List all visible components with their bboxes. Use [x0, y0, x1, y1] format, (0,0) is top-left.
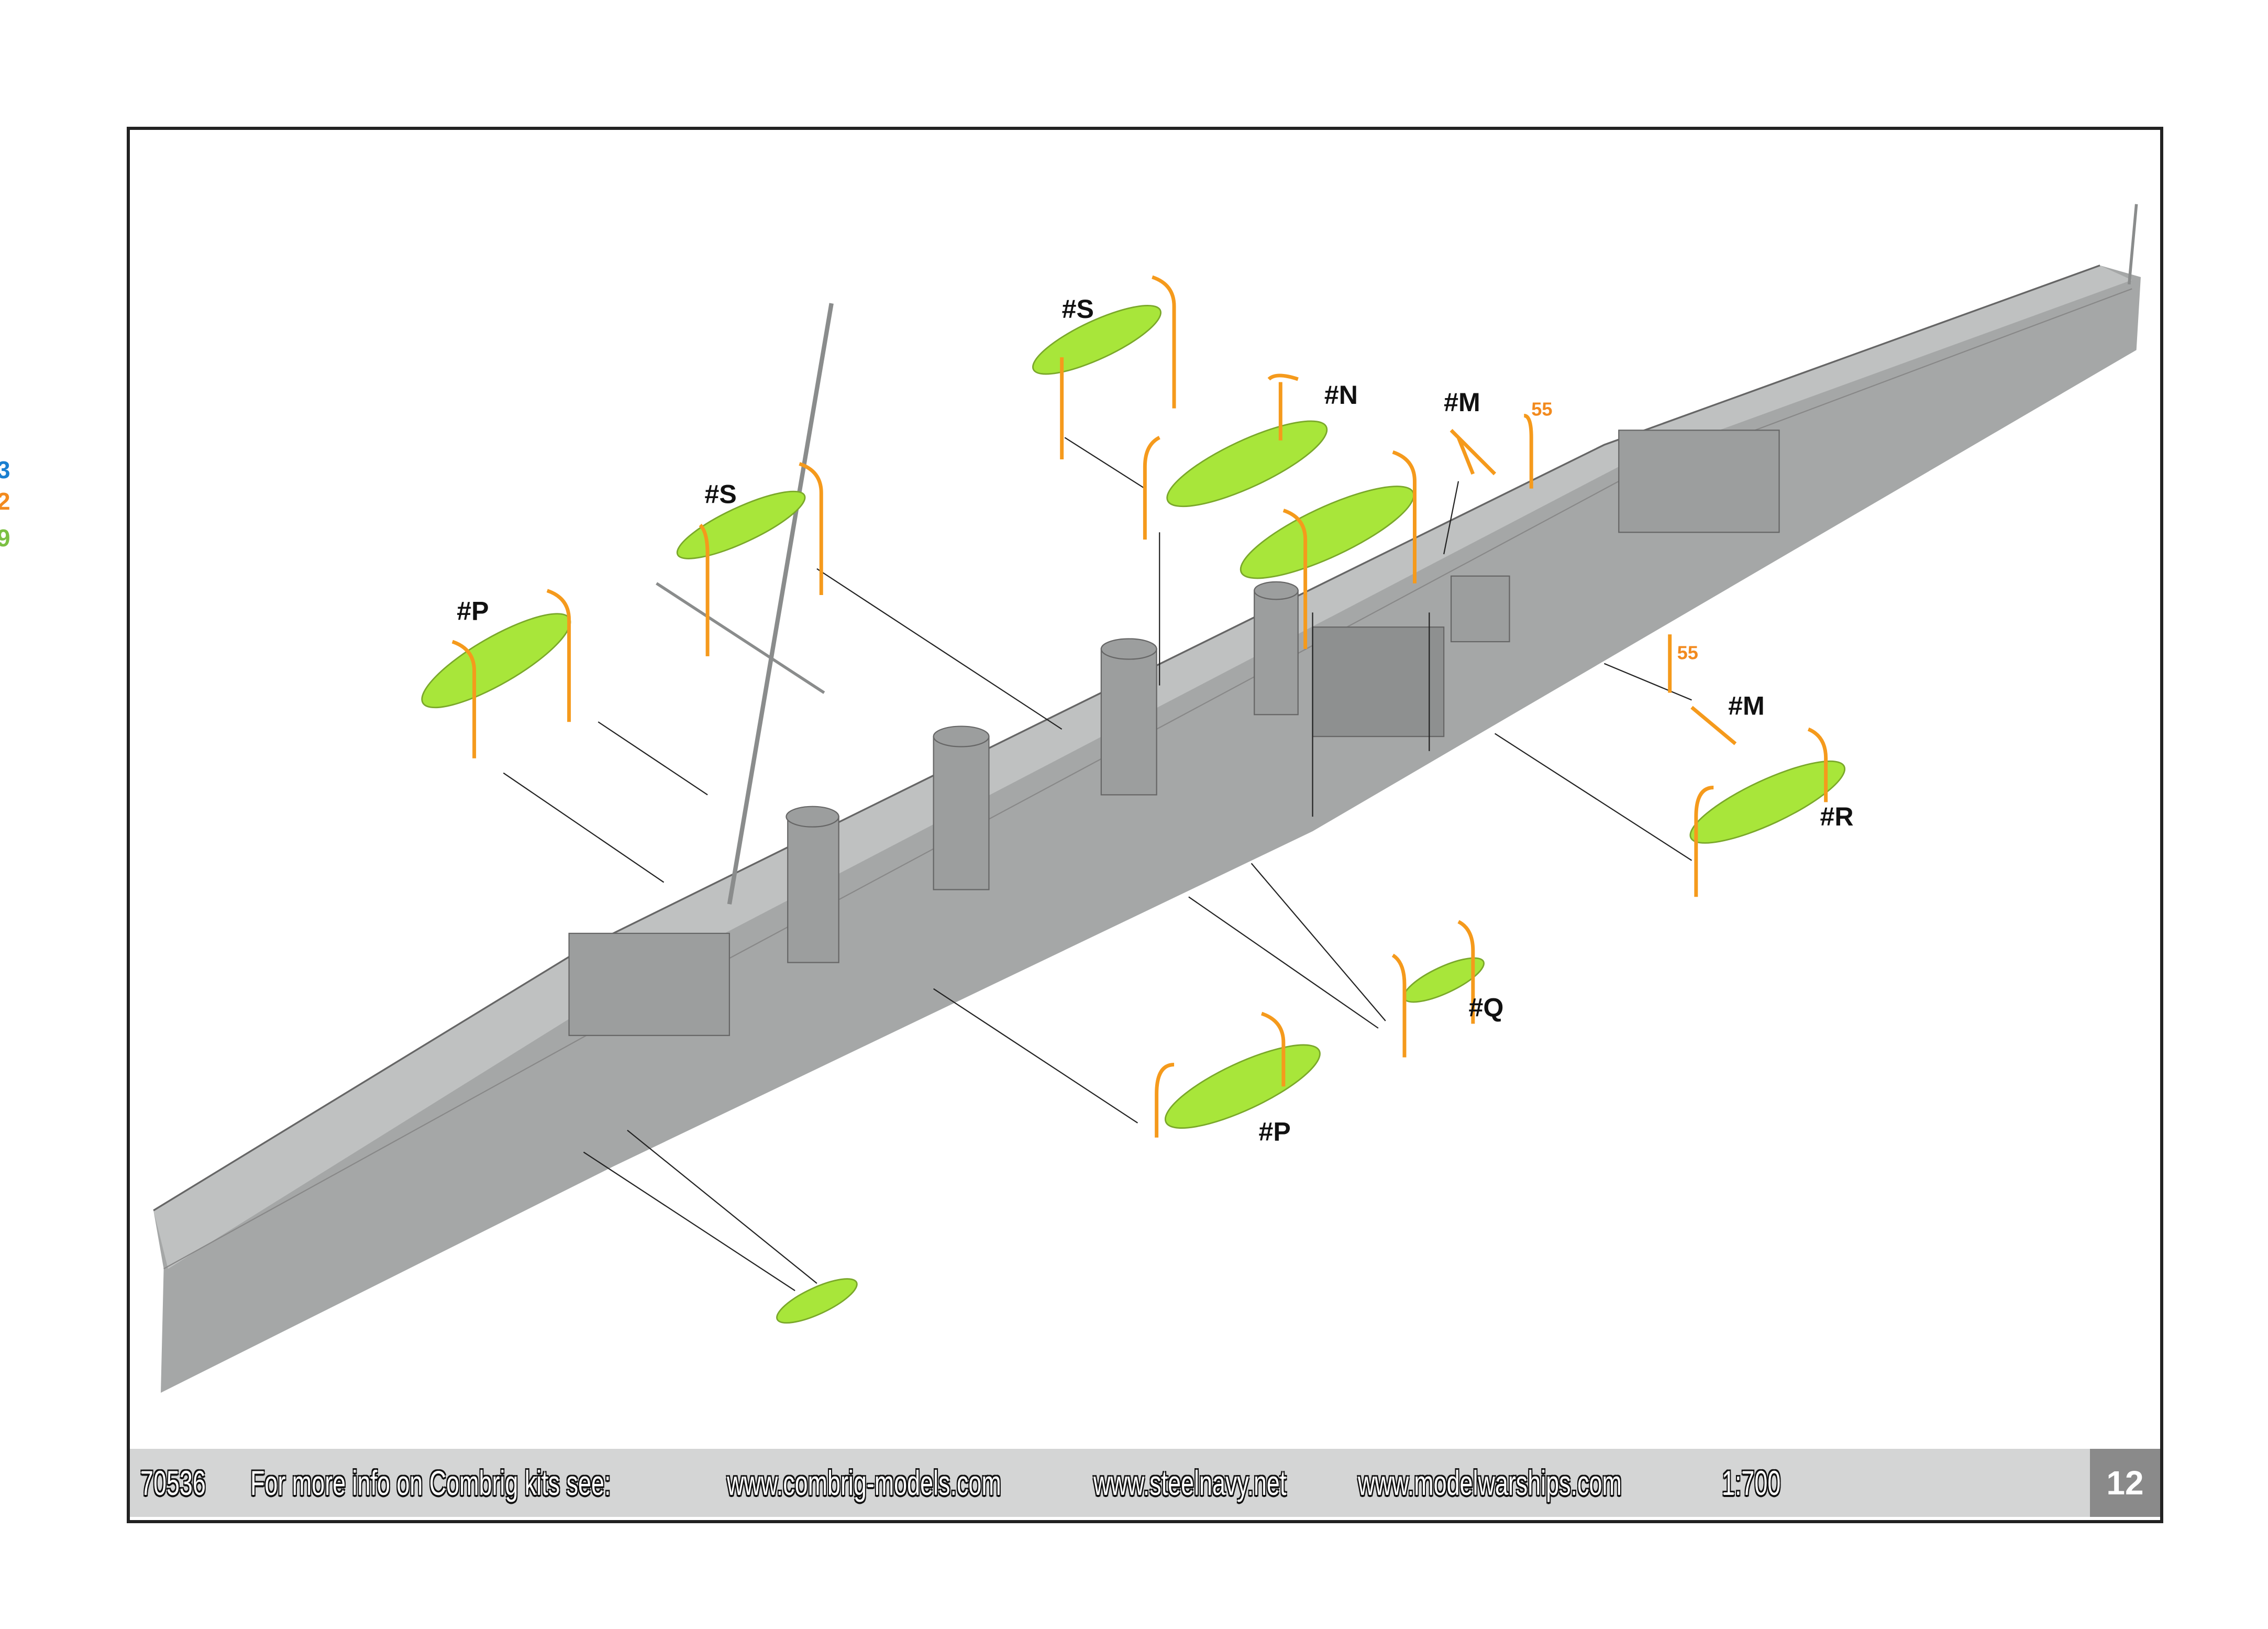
edge-mark-orange: 2: [0, 488, 10, 515]
label-p-left: #P: [457, 596, 489, 625]
label-q: #Q: [1468, 993, 1503, 1022]
label-n: #N: [1324, 380, 1358, 410]
arrows: [503, 437, 1692, 1291]
lifeboats: [421, 305, 1846, 1324]
kit-number: 70536: [140, 1463, 206, 1502]
label-m-top: #M: [1444, 388, 1480, 417]
part-number-55-top: 55: [1531, 399, 1552, 420]
edge-mark-green: 9: [0, 524, 10, 552]
link-steelnavy[interactable]: www.steelnavy.net: [1093, 1463, 1287, 1502]
footer-info: For more info on Combrig kits see:: [250, 1463, 611, 1502]
label-s-top: #S: [1062, 294, 1094, 324]
mast: [656, 204, 2138, 905]
label-s-mid: #S: [705, 480, 737, 509]
page-number: 12: [2090, 1449, 2160, 1517]
link-combrig[interactable]: www.combrig-models.com: [727, 1463, 1001, 1502]
superstructure: [568, 430, 1780, 1036]
label-r: #R: [1820, 802, 1853, 831]
part-number-55-right: 55: [1677, 642, 1698, 663]
footer-bar: 70536 For more info on Combrig kits see:…: [130, 1449, 2090, 1517]
davits: [451, 275, 1828, 1138]
label-m-right: #M: [1728, 691, 1765, 720]
page-frame: [127, 127, 2163, 1523]
scale: 1:700: [1722, 1463, 1781, 1502]
link-modelwarships[interactable]: www.modelwarships.com: [1358, 1463, 1622, 1502]
edge-mark-blue: 3: [0, 456, 10, 483]
label-p-bottom: #P: [1259, 1117, 1291, 1146]
